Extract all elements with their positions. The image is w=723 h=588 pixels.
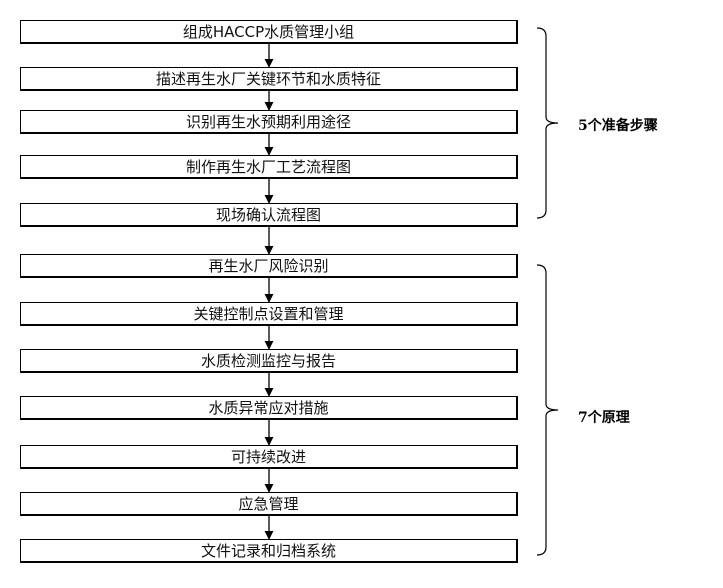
step-label: 制作再生水厂工艺流程图 (185, 158, 351, 176)
step-box: 关键控制点设置和管理 (20, 302, 518, 326)
step-box: 水质异常应对措施 (20, 396, 518, 420)
step-box: 再生水厂风险识别 (20, 254, 518, 278)
step-box: 组成HACCP水质管理小组 (20, 20, 518, 44)
step-box: 应急管理 (20, 492, 518, 516)
step-label: 水质异常应对措施 (208, 399, 329, 417)
step-box: 识别再生水预期利用途径 (20, 110, 518, 134)
bracket-preparation (536, 27, 559, 219)
step-label: 可持续改进 (230, 448, 306, 466)
step-label: 文件记录和归档系统 (200, 542, 336, 560)
step-label: 应急管理 (238, 495, 299, 513)
step-label: 再生水厂风险识别 (208, 257, 329, 275)
group-label-preparation: 5个准备步骤 (578, 118, 658, 134)
step-label: 水质检测监控与报告 (200, 352, 336, 370)
step-box: 制作再生水厂工艺流程图 (20, 155, 518, 179)
bracket-principles (536, 264, 559, 556)
group-label-principles: 7个原理 (578, 410, 630, 426)
step-box: 水质检测监控与报告 (20, 349, 518, 373)
step-label: 识别再生水预期利用途径 (185, 113, 351, 131)
step-box: 描述再生水厂关键环节和水质特征 (20, 67, 518, 91)
step-label: 现场确认流程图 (215, 206, 321, 224)
step-box: 现场确认流程图 (20, 203, 518, 227)
step-label: 关键控制点设置和管理 (193, 305, 344, 323)
step-label: 描述再生水厂关键环节和水质特征 (155, 70, 381, 88)
step-box: 可持续改进 (20, 445, 518, 469)
step-label: 组成HACCP水质管理小组 (182, 23, 355, 41)
step-box: 文件记录和归档系统 (20, 539, 518, 563)
